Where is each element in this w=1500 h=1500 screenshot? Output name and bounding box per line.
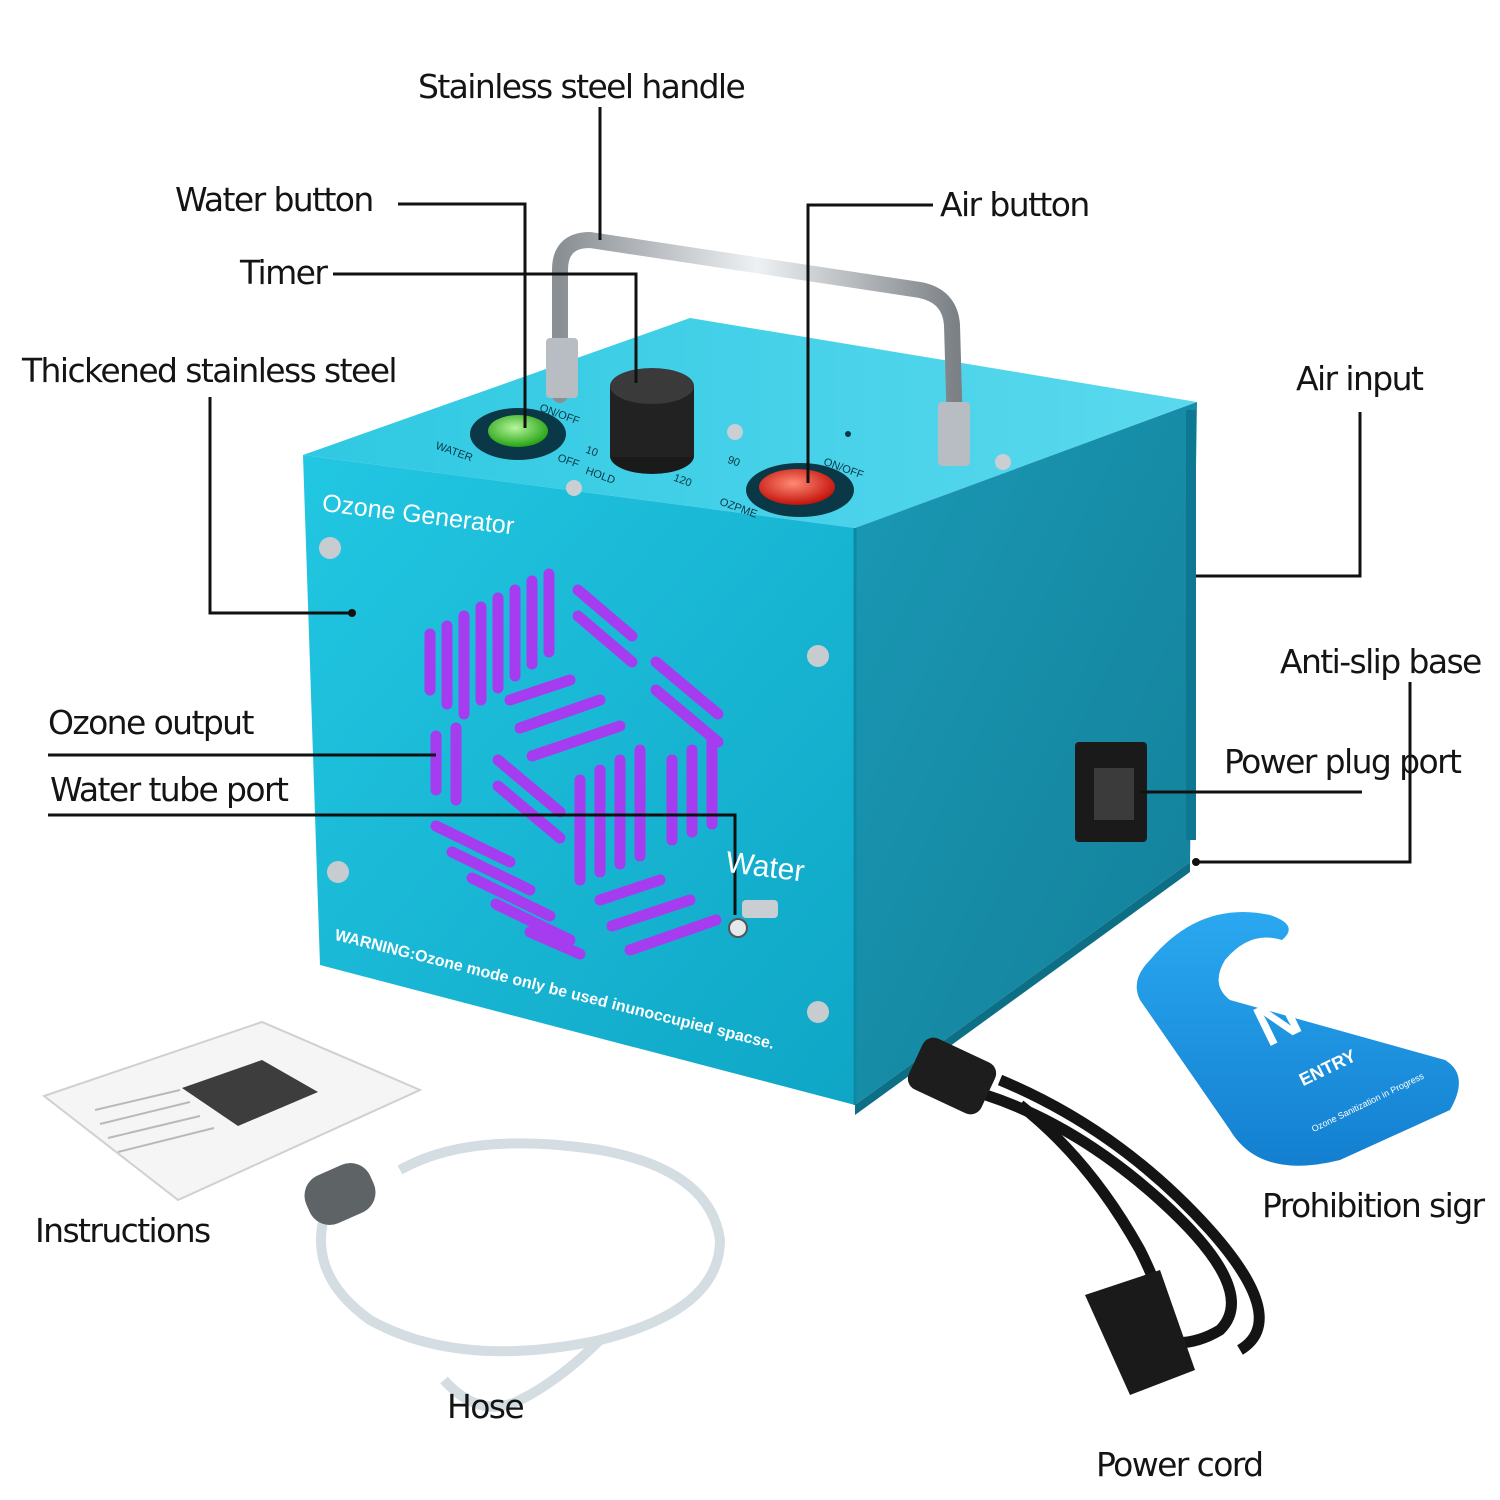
label-anti-slip-base: Anti-slip base	[1280, 642, 1482, 681]
booklet-text-lines	[94, 1089, 215, 1153]
air-input-vent	[1186, 410, 1196, 840]
label-hose: Hose	[447, 1387, 525, 1426]
ozone-output-grille	[424, 568, 724, 960]
hose	[316, 1138, 726, 1357]
label-stainless-steel-handle: Stainless steel handle	[418, 67, 746, 106]
label-air-button: Air button	[940, 185, 1090, 224]
hose-tail	[440, 1336, 604, 1412]
label-instructions: Instructions	[35, 1211, 211, 1250]
power-cord-connector	[907, 1037, 997, 1115]
power-cord-plug	[1085, 1270, 1195, 1395]
front-screw	[319, 537, 341, 559]
front-screw	[807, 645, 829, 667]
leader-dot	[348, 609, 356, 617]
handle-post-right	[938, 402, 970, 466]
air-stone	[304, 1163, 376, 1225]
label-power-cord: Power cord	[1096, 1445, 1264, 1484]
label-ozone-output: Ozone output	[48, 703, 254, 742]
front-screw	[327, 861, 349, 883]
label-air-input: Air input	[1296, 359, 1424, 398]
device-side-panel	[855, 402, 1197, 1105]
leader-dot	[1192, 858, 1200, 866]
panel-screw	[995, 454, 1011, 470]
prohibition-sign	[1136, 912, 1459, 1166]
label-water-button: Water button	[175, 180, 374, 219]
booklet-device-photo	[182, 1060, 318, 1126]
panel-screw	[566, 480, 582, 496]
panel-indicator-dot	[845, 431, 851, 437]
handle-post-left	[546, 338, 578, 398]
label-timer: Timer	[240, 253, 328, 292]
label-water-tube-port: Water tube port	[50, 770, 289, 809]
front-screw	[807, 1001, 829, 1023]
panel-screw	[727, 424, 743, 440]
label-thickened-stainless-steel: Thickened stainless steel	[22, 351, 398, 390]
label-prohibition-sign: Prohibition sigr	[1262, 1186, 1485, 1225]
water-port-fitting	[742, 900, 778, 918]
stainless-steel-handle	[552, 231, 963, 438]
label-power-plug-port: Power plug port	[1224, 742, 1462, 781]
leader-lines	[48, 107, 1412, 915]
air-button[interactable]	[759, 469, 835, 505]
water-tube-port	[728, 918, 748, 938]
water-button[interactable]	[488, 415, 548, 447]
timer-knob-top	[610, 368, 694, 404]
device-top-panel	[303, 318, 1197, 528]
power-plug-socket	[1094, 768, 1134, 820]
